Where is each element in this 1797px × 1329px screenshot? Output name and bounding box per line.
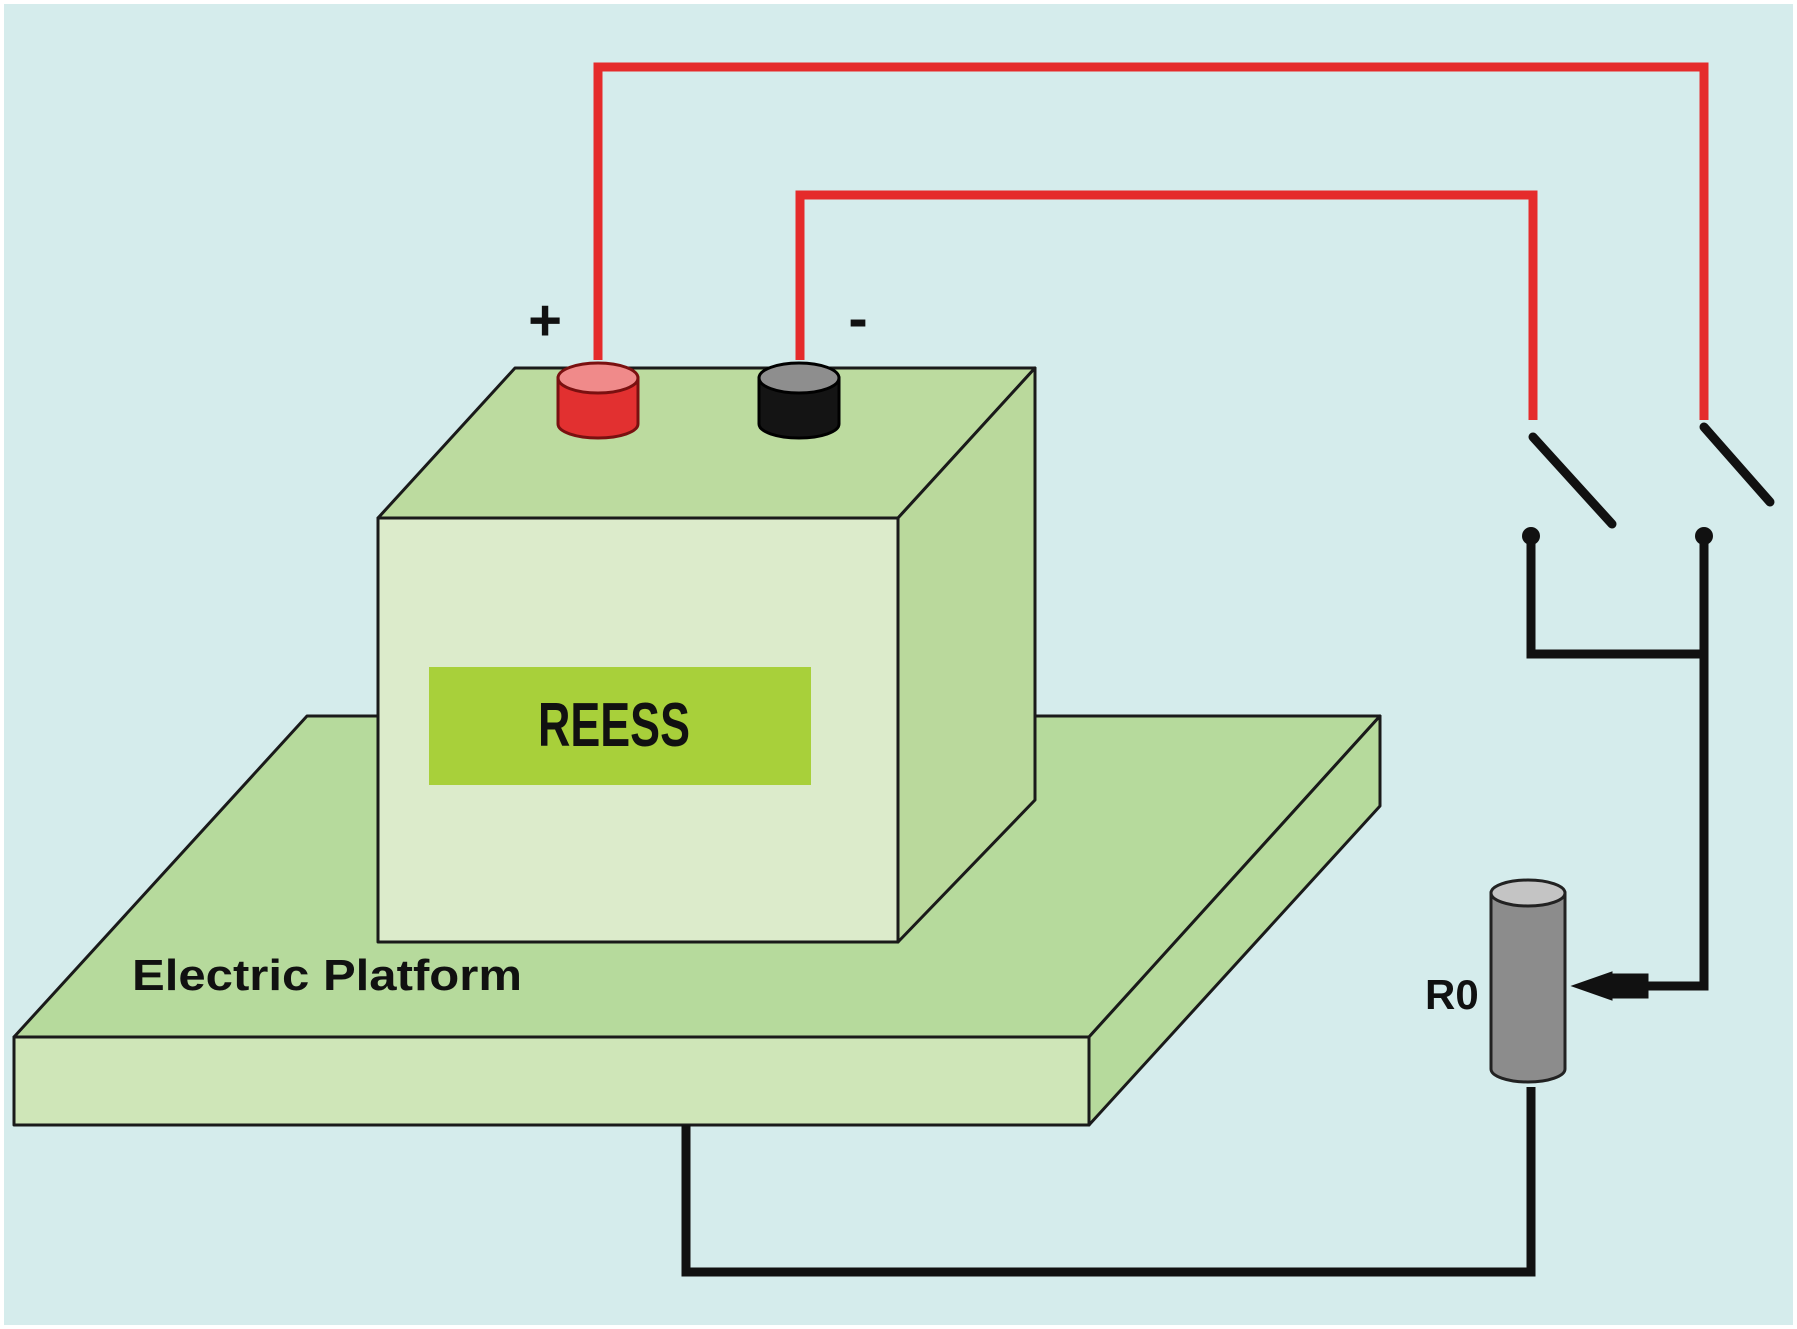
negative-terminal-cap bbox=[757, 361, 841, 395]
positive-terminal-label: + bbox=[528, 288, 562, 353]
battery-label: REESS bbox=[538, 691, 690, 760]
probe-tip bbox=[1570, 971, 1613, 1001]
positive-terminal-cap bbox=[556, 361, 640, 395]
switches bbox=[1528, 422, 1775, 529]
positive-switch-blade bbox=[1699, 422, 1775, 507]
probe-body bbox=[1609, 973, 1649, 999]
probe-connector bbox=[1570, 971, 1649, 1001]
reess-battery bbox=[376, 366, 1037, 944]
black-wires bbox=[681, 536, 1709, 1277]
negative-terminal bbox=[757, 361, 841, 440]
resistor-r0 bbox=[1489, 878, 1567, 1084]
switch-merge-wire bbox=[1526, 536, 1704, 659]
measurement-wire bbox=[1645, 536, 1709, 991]
negative-switch-blade bbox=[1528, 432, 1617, 529]
resistor-label: R0 bbox=[1425, 971, 1479, 1018]
battery-label-panel bbox=[429, 667, 811, 785]
positive-wire bbox=[593, 62, 1709, 420]
ground-return-wire bbox=[681, 1087, 1536, 1277]
red-wires bbox=[593, 62, 1709, 420]
negative-wire bbox=[795, 190, 1538, 420]
negative-terminal-body bbox=[757, 376, 841, 440]
platform-label: Electric Platform bbox=[132, 951, 522, 1000]
positive-terminal-body bbox=[556, 376, 640, 440]
platform-front-face bbox=[12, 1035, 1091, 1127]
positive-terminal bbox=[556, 361, 640, 440]
negative-terminal-label: - bbox=[848, 286, 867, 351]
resistor-cap bbox=[1489, 878, 1567, 908]
resistor-body bbox=[1489, 891, 1567, 1084]
